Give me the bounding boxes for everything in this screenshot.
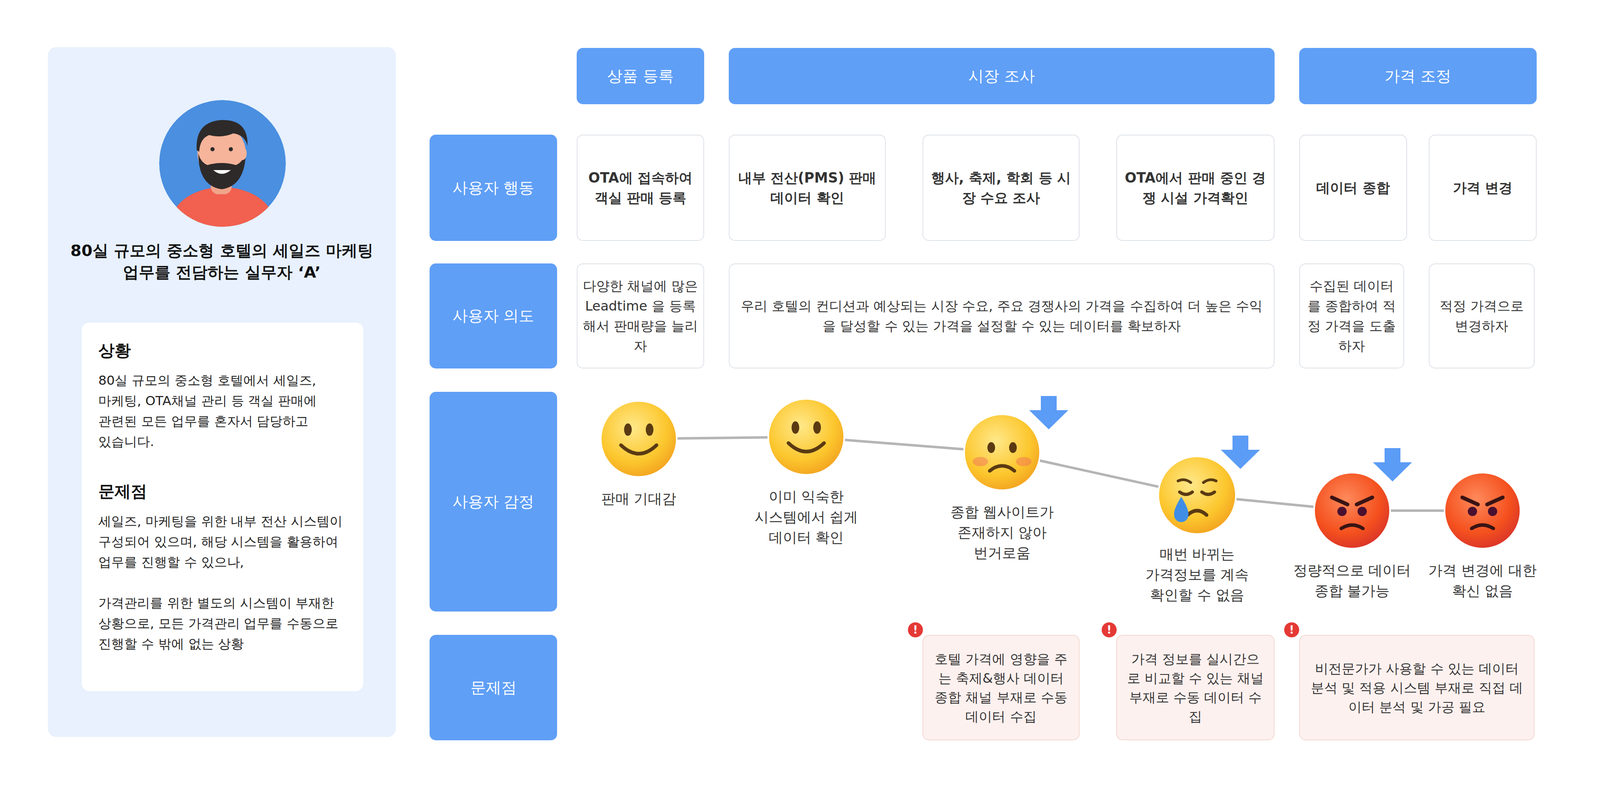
node-text: 행사, 축제, 학회 등 시장 수요 조사	[930, 167, 1073, 208]
emotion-label: 매번 바뀌는 가격정보를 계속 확인할 수 없음	[1134, 543, 1260, 605]
node-text: 상품 등록	[607, 66, 674, 87]
alert-marker: !	[1284, 622, 1300, 638]
row-label: 사용자 감정	[429, 391, 558, 612]
node-text: 사용자 의도	[452, 305, 535, 326]
node-text: 데이터 종합	[1316, 177, 1390, 198]
alert-marker: !	[1101, 622, 1117, 638]
node-text: 가격 변경	[1452, 177, 1513, 198]
alert-marker: !	[907, 622, 923, 638]
node-text: 사용자 행동	[452, 177, 535, 198]
row-label: 문제점	[429, 634, 558, 740]
action-box: OTA에서 판매 중인 경쟁 시설 가격확인	[1116, 134, 1275, 241]
problem-box: 가격 정보를 실시간으로 비교할 수 있는 채널 부재로 수동 데이터 수집	[1116, 634, 1275, 740]
node-text: OTA에서 판매 중인 경쟁 시설 가격확인	[1123, 167, 1268, 208]
down-arrow	[1029, 395, 1069, 430]
emotion-face	[1443, 471, 1522, 550]
row-label: 사용자 의도	[429, 263, 558, 369]
stage-header: 상품 등록	[576, 47, 705, 105]
emotion-face	[1157, 455, 1237, 535]
node-text: 사용자 감정	[452, 491, 535, 512]
intent-box: 다양한 채널에 많은 Leadtime 을 등록해서 판매량을 늘리자	[576, 263, 705, 369]
row-label: 사용자 행동	[429, 134, 558, 241]
persona-panel: 80실 규모의 중소형 호텔의 세일즈 마케팅 업무를 전담하는 실무자 ‘A’…	[47, 47, 396, 737]
persona-avatar	[159, 100, 286, 227]
down-arrow	[1220, 435, 1260, 469]
emotion-face	[600, 400, 678, 478]
intent-box: 적정 가격으로 변경하자	[1428, 263, 1535, 369]
node-text: 가격 조정	[1384, 66, 1452, 87]
intent-box: 우리 호텔의 컨디션과 예상되는 시장 수요, 주요 경쟁사의 가격을 수집하여…	[728, 263, 1275, 369]
emotion-point: 종합 웹사이트가 존재하지 않아 번거로움	[963, 413, 1041, 491]
emotion-point: 정량적으로 데이터 종합 불가능	[1313, 471, 1391, 550]
emotion-point: 가격 변경에 대한 확신 없음	[1443, 471, 1522, 550]
emotion-line	[677, 437, 768, 439]
node-text: 호텔 가격에 영향을 주는 축제&행사 데이터 종합 채널 부재로 수동 데이터…	[930, 649, 1072, 726]
stage-header: 가격 조정	[1299, 47, 1537, 105]
node-text: 우리 호텔의 컨디션과 예상되는 시장 수요, 주요 경쟁사의 가격을 수집하여…	[734, 295, 1269, 336]
emotion-point: 매번 바뀌는 가격정보를 계속 확인할 수 없음	[1157, 455, 1237, 535]
node-text: 내부 전산(PMS) 판매 데이터 확인	[736, 167, 879, 208]
node-text: 적정 가격으로 변경하자	[1434, 295, 1529, 336]
action-box: 데이터 종합	[1299, 134, 1408, 241]
node-text: 가격관리를 위한 별도의 시스템이 부재한 상황으로, 모든 가격관리 업무를 …	[98, 592, 347, 654]
emotion-point: 판매 기대감	[600, 400, 678, 478]
node-text: 80실 규모의 중소형 호텔의 세일즈 마케팅 업무를 전담하는 실무자 ‘A’	[56, 239, 388, 283]
node-text: 80실 규모의 중소형 호텔에서 세일즈, 마케팅, OTA채널 관리 등 객실…	[98, 370, 347, 452]
section-heading: 상황	[98, 340, 347, 361]
section-heading: 문제점	[98, 480, 347, 502]
emotion-label: 판매 기대감	[576, 488, 702, 509]
emotion-face	[1313, 471, 1391, 550]
emotion-label: 종합 웹사이트가 존재하지 않아 번거로움	[939, 501, 1065, 563]
emotion-line	[1236, 498, 1314, 507]
problem-box: 호텔 가격에 영향을 주는 축제&행사 데이터 종합 채널 부재로 수동 데이터…	[922, 634, 1080, 740]
down-arrow	[1372, 447, 1413, 482]
emotion-label: 가격 변경에 대한 확신 없음	[1420, 560, 1545, 601]
persona-card: 상황 80실 규모의 중소형 호텔에서 세일즈, 마케팅, OTA채널 관리 등 …	[81, 322, 364, 691]
node-text: OTA에 접속하여 객실 판매 등록	[584, 167, 697, 208]
node-text: 문제점	[470, 677, 517, 698]
node-text: 시장 조사	[968, 66, 1035, 87]
action-box: 가격 변경	[1428, 134, 1537, 241]
emotion-point: 이미 익숙한 시스템에서 쉽게 데이터 확인	[767, 397, 845, 476]
emotion-label: 정량적으로 데이터 종합 불가능	[1289, 560, 1415, 601]
emotion-line	[845, 439, 964, 449]
node-text: 가격 정보를 실시간으로 비교할 수 있는 채널 부재로 수동 데이터 수집	[1124, 649, 1267, 726]
action-box: 행사, 축제, 학회 등 시장 수요 조사	[922, 134, 1080, 241]
stage-header: 시장 조사	[728, 47, 1275, 105]
action-box: OTA에 접속하여 객실 판매 등록	[576, 134, 705, 241]
problem-box: 비전문가가 사용할 수 있는 데이터 분석 및 적용 시스템 부재로 직접 데이…	[1299, 634, 1535, 740]
node-text: 다양한 채널에 많은 Leadtime 을 등록해서 판매량을 늘리자	[582, 275, 699, 356]
node-text: 세일즈, 마케팅을 위한 내부 전산 시스템이 구성되어 있으며, 해당 시스템…	[98, 510, 347, 573]
action-box: 내부 전산(PMS) 판매 데이터 확인	[728, 134, 886, 241]
intent-box: 수집된 데이터를 종합하여 적정 가격을 도출하자	[1299, 263, 1405, 369]
emotion-face	[767, 397, 845, 476]
emotion-line	[1040, 460, 1159, 487]
emotion-line	[1390, 509, 1444, 512]
node-text: 비전문가가 사용할 수 있는 데이터 분석 및 적용 시스템 부재로 직접 데이…	[1307, 658, 1527, 717]
node-text: 수집된 데이터를 종합하여 적정 가격을 도출하자	[1305, 275, 1399, 356]
emotion-label: 이미 익숙한 시스템에서 쉽게 데이터 확인	[743, 486, 869, 548]
emotion-face	[963, 413, 1041, 491]
